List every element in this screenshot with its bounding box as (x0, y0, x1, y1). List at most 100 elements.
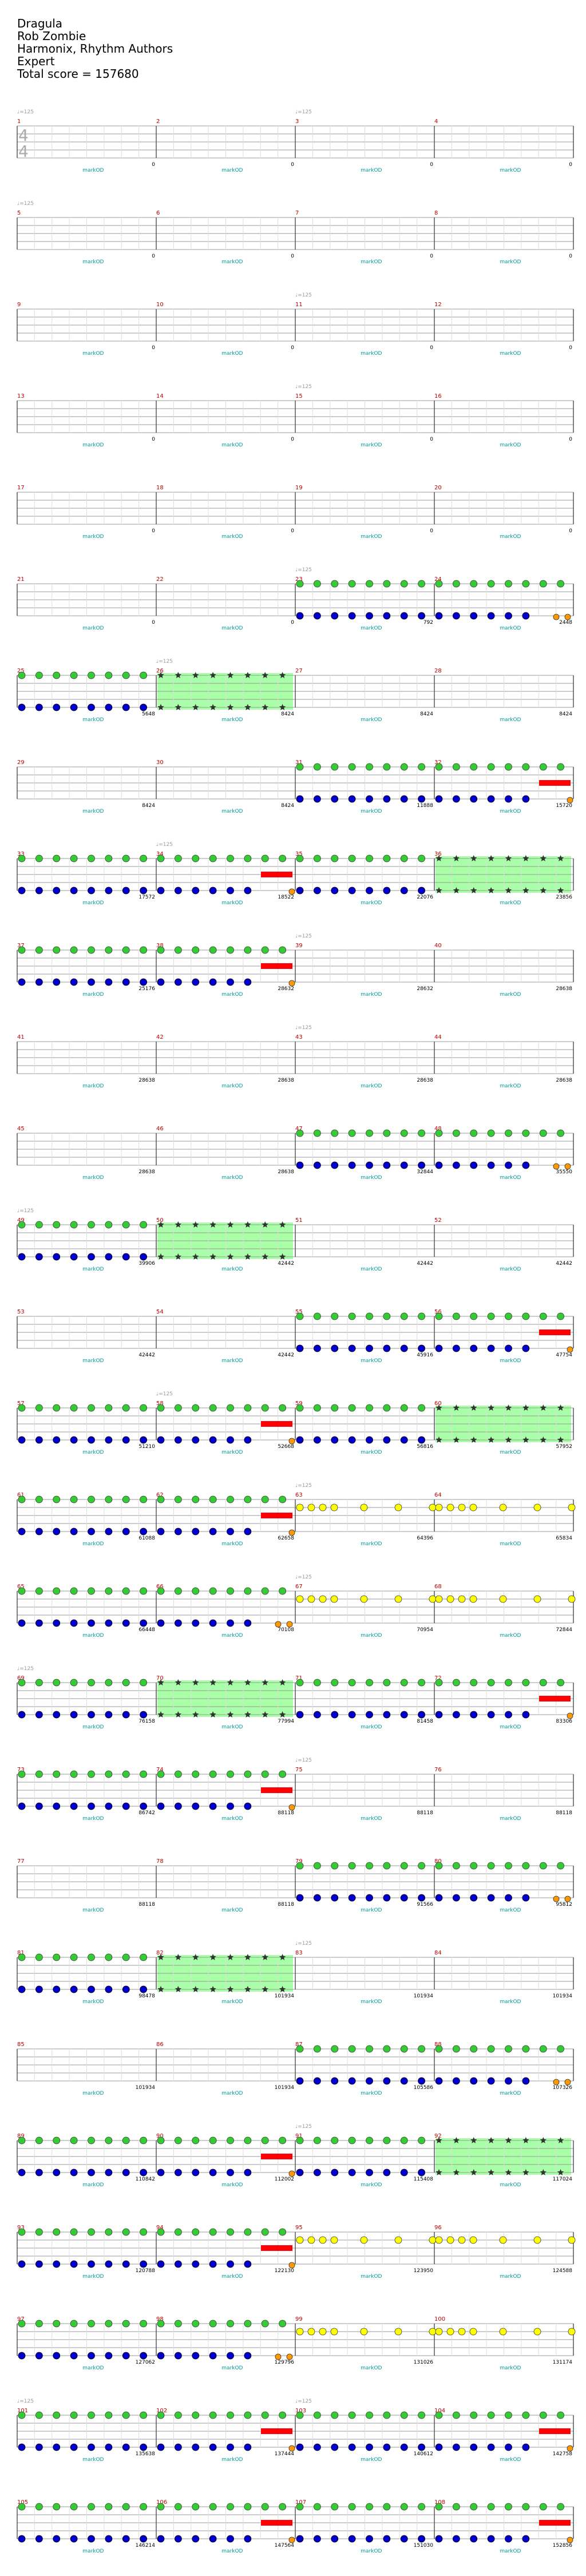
green-note (18, 1770, 26, 1778)
measure-number: 5 (17, 210, 21, 216)
green-note (70, 1679, 78, 1687)
green-note (88, 1587, 95, 1595)
blue-note (35, 978, 43, 986)
green-note (435, 2411, 443, 2419)
od-label: markOD (82, 1083, 104, 1089)
blue-note (53, 2260, 61, 2268)
blue-note (505, 1344, 512, 1352)
blue-star-note (557, 2169, 564, 2175)
green-note (18, 946, 26, 954)
yellow-note (319, 2236, 327, 2244)
green-note (522, 2411, 530, 2419)
blue-note (383, 2169, 391, 2177)
yellow-note (360, 2236, 368, 2244)
od-label: markOD (361, 1083, 382, 1089)
blue-note (522, 612, 530, 620)
green-note (296, 2411, 304, 2419)
green-note (122, 1495, 130, 1503)
measure-score: 91566 (417, 1902, 433, 1908)
blue-star-note (470, 2169, 477, 2175)
yellow-note (446, 2328, 454, 2336)
green-note (313, 854, 321, 862)
od-label: markOD (221, 992, 243, 998)
green-note (522, 763, 530, 771)
od-label: markOD (500, 534, 521, 540)
green-note (192, 2136, 200, 2144)
green-note (157, 1770, 165, 1778)
green-note (296, 854, 304, 862)
od-label: markOD (500, 2365, 521, 2371)
orange-note (288, 888, 295, 895)
green-note (122, 2503, 130, 2511)
green-note (348, 1404, 356, 1412)
blue-note (174, 2260, 182, 2268)
green-note (505, 1679, 512, 1687)
yellow-note (446, 1503, 454, 1511)
green-star-note (435, 2137, 442, 2143)
green-note (470, 1679, 478, 1687)
blue-note (35, 703, 43, 711)
blue-note (383, 1894, 391, 1902)
measure-number: 97 (17, 2316, 25, 2322)
green-note (192, 1770, 200, 1778)
measure-score: 101934 (136, 2085, 156, 2091)
green-note (53, 1221, 61, 1229)
blue-note (313, 1711, 321, 1719)
blue-note (53, 2169, 61, 2177)
blue-note (522, 1344, 530, 1352)
green-note (70, 2320, 78, 2328)
blue-note (140, 1802, 148, 1810)
measure-score: 88118 (556, 1810, 572, 1816)
measure-number: 31 (295, 759, 303, 766)
green-star-note (175, 1221, 182, 1228)
blue-star-note (227, 1253, 234, 1260)
od-label: markOD (361, 2549, 382, 2554)
yellow-note (499, 2328, 507, 2336)
green-note (122, 854, 130, 862)
measure-number: 73 (17, 1767, 25, 1773)
tempo-marker: ♩=125 (17, 109, 34, 115)
blue-note (105, 2169, 113, 2177)
blue-note (313, 1344, 321, 1352)
blue-star-note (157, 1986, 164, 1992)
blue-note (227, 1619, 234, 1627)
green-note (557, 580, 565, 588)
green-note (105, 946, 113, 954)
blue-star-note (192, 1253, 199, 1260)
blue-note (122, 703, 130, 711)
blue-note (244, 1619, 252, 1627)
od-label: markOD (361, 626, 382, 631)
green-note (418, 1312, 426, 1320)
measure-number: 75 (295, 1767, 303, 1773)
blue-star-note (209, 1986, 216, 1992)
blue-note (192, 2260, 200, 2268)
od-label: markOD (500, 168, 521, 173)
green-note (331, 1312, 339, 1320)
green-star-note (209, 1954, 216, 1960)
green-note (244, 2320, 252, 2328)
measure-score: 66448 (138, 1627, 155, 1633)
blue-note (331, 795, 339, 803)
green-note (88, 854, 95, 862)
blue-note (53, 978, 61, 986)
orange-note (567, 2445, 573, 2452)
green-note (122, 2411, 130, 2419)
blue-note (70, 703, 78, 711)
green-note (192, 1404, 200, 1412)
green-note (539, 1312, 547, 1320)
green-note (296, 1129, 304, 1137)
green-note (88, 1679, 95, 1687)
green-note (418, 763, 426, 771)
green-note (400, 2411, 408, 2419)
green-note (383, 2136, 391, 2144)
green-star-note (279, 1954, 286, 1960)
measure-score: 124588 (553, 2268, 573, 2274)
green-star-note (540, 2137, 547, 2143)
green-note (35, 1221, 43, 1229)
green-note (296, 1862, 304, 1870)
yellow-note (330, 1595, 338, 1603)
blue-note (18, 1619, 26, 1627)
od-label: markOD (82, 2365, 104, 2371)
green-note (261, 2411, 269, 2419)
blue-note (192, 2169, 200, 2177)
